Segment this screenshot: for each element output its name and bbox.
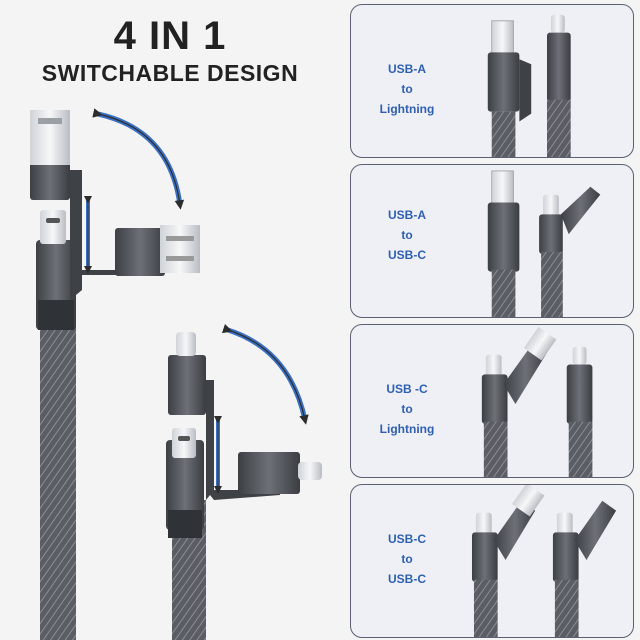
cable-two	[166, 323, 322, 640]
panel-to: to	[401, 552, 413, 566]
panel-target: Lightning	[379, 422, 435, 436]
panel-connector-illustration	[487, 170, 601, 317]
panel-usb-a-to-usb-c: USB-A to USB-C	[350, 164, 634, 318]
panel-usb-a-to-lightning: USB-A to Lightning	[350, 4, 634, 158]
panel-target: USB-C	[388, 248, 426, 262]
panel-label: USB-C to USB-C	[351, 529, 463, 589]
panel-target: USB-C	[388, 572, 426, 586]
panel-from: USB-C	[388, 532, 426, 546]
panel-target: Lightning	[379, 102, 435, 116]
cable-one	[30, 108, 200, 640]
panel-label: USB -C to Lightning	[351, 379, 463, 439]
panel-connector-illustration	[471, 485, 617, 637]
panel-from: USB-A	[388, 62, 426, 76]
headline-subtitle: SWITCHABLE DESIGN	[41, 60, 299, 86]
panel-connector-illustration	[487, 14, 571, 157]
panel-to: to	[401, 228, 413, 242]
panel-usb-c-to-lightning: USB -C to Lightning	[350, 324, 634, 478]
panel-from: USB -C	[386, 382, 428, 396]
panel-usb-c-to-usb-c: USB-C to USB-C	[350, 484, 634, 638]
panel-to: to	[401, 82, 413, 96]
headline-title: 4 IN 1	[113, 14, 227, 58]
panel-label: USB-A to USB-C	[351, 205, 463, 265]
panel-label: USB-A to Lightning	[351, 59, 463, 119]
panel-from: USB-A	[388, 208, 426, 222]
cable-illustration	[30, 108, 322, 640]
panel-connector-illustration	[481, 327, 593, 477]
panel-to: to	[401, 402, 413, 416]
